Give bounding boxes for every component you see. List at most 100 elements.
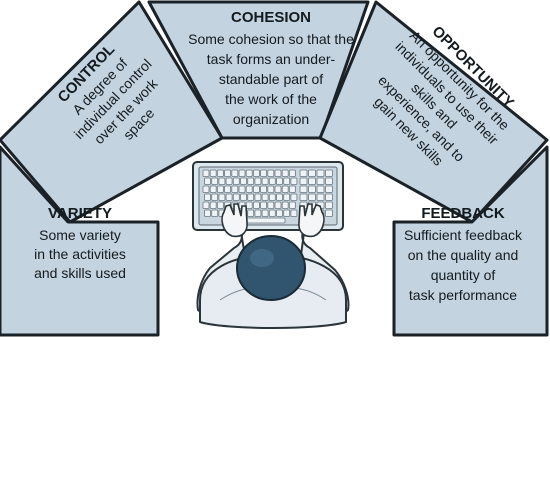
keyboard-key [209, 169, 217, 177]
keyboard-key [276, 209, 283, 217]
keyboard-key [316, 169, 325, 177]
cohesion-line-2: task forms an under- [207, 51, 336, 67]
keyboard-key [204, 193, 211, 201]
cohesion-text: COHESION Some cohesion so that the task … [188, 9, 354, 127]
keyboard-key [216, 169, 224, 177]
worker-at-keyboard-illustration [192, 161, 350, 329]
keyboard-key [290, 193, 298, 201]
keyboard-key [316, 193, 325, 201]
keyboard-key [281, 185, 289, 193]
control-text: CONTROL A degree of individual control o… [55, 41, 162, 147]
keyboard-key [224, 169, 232, 177]
feedback-line-4: task performance [409, 287, 517, 303]
keyboard-key [260, 185, 268, 193]
keyboard-key [247, 193, 255, 201]
keyboard-key [288, 169, 296, 177]
keyboard-key [238, 169, 246, 177]
keyboard-key [252, 169, 260, 177]
keyboard-key [252, 201, 260, 209]
keyboard-key [299, 185, 308, 193]
keyboard-key [288, 185, 296, 193]
keyboard-key [268, 193, 276, 201]
keyboard-key [299, 169, 308, 177]
keyboard-key [216, 185, 224, 193]
keyboard-key [276, 177, 283, 185]
keyboard-key [274, 201, 282, 209]
panels [0, 0, 549, 337]
keyboard-key [290, 209, 298, 217]
keyboard-key [245, 201, 253, 209]
keyboard-key [204, 177, 211, 185]
keyboard-key [247, 177, 255, 185]
keyboard-key [202, 169, 210, 177]
right-hand [298, 203, 325, 238]
keyboard-key [260, 169, 268, 177]
keyboard-key [224, 185, 232, 193]
keyboard-key [299, 193, 308, 201]
keyboard-key [247, 209, 255, 217]
keyboard-key [267, 201, 275, 209]
keyboard-key [276, 193, 283, 201]
keyboard-key [261, 193, 269, 201]
keyboard-key [274, 169, 282, 177]
keyboard-key [283, 193, 291, 201]
keyboard-key [274, 185, 282, 193]
keyboard-key [308, 185, 316, 193]
keyboard-key [268, 209, 276, 217]
keyboard-key [245, 185, 253, 193]
keyboard-key [316, 177, 325, 185]
keyboard-key [325, 209, 333, 217]
feedback-panel [392, 145, 549, 337]
keyboard-key [211, 193, 219, 201]
keyboard-key [218, 177, 226, 185]
variety-text: VARIETY Some variety in the activities a… [34, 205, 126, 281]
cohesion-line-4: the work of the [225, 91, 317, 107]
variety-line-1: Some variety [39, 227, 121, 243]
keyboard-key [238, 185, 246, 193]
keyboard-key [325, 193, 333, 201]
variety-title: VARIETY [48, 205, 112, 222]
keyboard-key [202, 201, 210, 209]
feedback-text: FEEDBACK Sufficient feedback on the qual… [404, 205, 523, 303]
keyboard-key [267, 169, 275, 177]
keyboard-key [240, 193, 247, 201]
variety-line-3: and skills used [34, 265, 126, 281]
keyboard-key [225, 193, 233, 201]
keyboard-key [232, 177, 240, 185]
keyboard-key [211, 209, 219, 217]
keyboard-key [267, 185, 275, 193]
keyboard-key [254, 193, 262, 201]
keyboard-key [268, 177, 276, 185]
keyboard-key [254, 177, 262, 185]
variety-line-2: in the activities [34, 246, 126, 262]
keyboard-key [308, 177, 316, 185]
keyboard-key [218, 193, 226, 201]
left-hand [221, 203, 248, 238]
keyboard-key [225, 177, 233, 185]
keyboard-key [209, 185, 217, 193]
keyboard-key [283, 209, 291, 217]
keyboard-key [316, 185, 325, 193]
cohesion-line-5: organization [233, 111, 309, 127]
keyboard-key [211, 177, 219, 185]
keyboard-key [232, 193, 240, 201]
keyboard-key [325, 201, 333, 209]
keyboard-key [240, 177, 247, 185]
keyboard-key [325, 185, 333, 193]
keyboard-key [281, 201, 289, 209]
feedback-line-2: on the quality and [408, 247, 519, 263]
keyboard-key [204, 209, 211, 217]
keyboard-key [202, 185, 210, 193]
variety-panel [0, 145, 160, 337]
keyboard-key [216, 201, 224, 209]
keyboard-key [209, 201, 217, 209]
feedback-line-1: Sufficient feedback [404, 227, 523, 243]
keyboard-key [288, 201, 296, 209]
cohesion-line-1: Some cohesion so that the [188, 31, 354, 47]
cohesion-title: COHESION [231, 9, 311, 26]
keyboard-key [254, 209, 262, 217]
keyboard-key [261, 209, 269, 217]
keyboard-key [260, 201, 268, 209]
feedback-title: FEEDBACK [421, 205, 505, 222]
